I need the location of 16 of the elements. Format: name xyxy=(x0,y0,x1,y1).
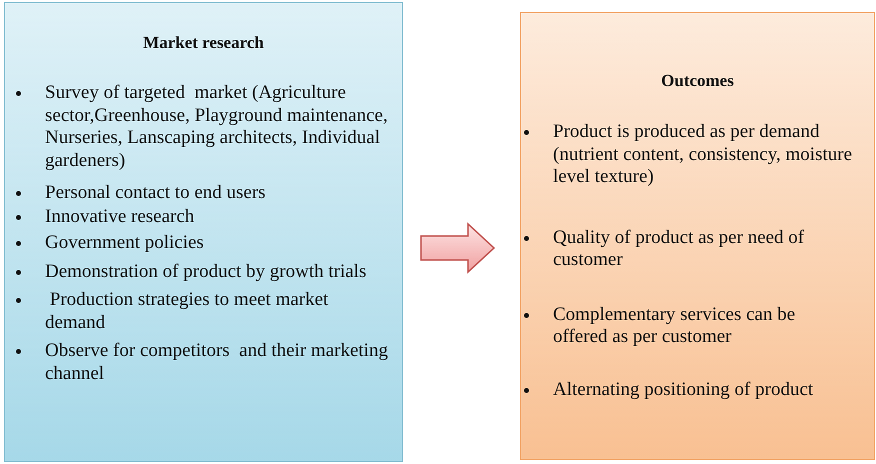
bullet-text: Survey of targeted market (Agriculture sector,Greenhouse, Playground maintenance, Nurseries, Lanscaping architects, Individual gardeners) xyxy=(45,82,389,170)
bullet-text: Product is produced as per demand (nutrient content, consistency, moisture level texture) xyxy=(553,121,853,187)
bullet-text: Quality of product as per need of customer xyxy=(553,226,806,270)
panel-heading: Outcomes xyxy=(660,71,735,91)
bullet-text: Complementary services can be offered as per customer xyxy=(553,304,796,347)
panel-heading: Market research xyxy=(142,33,265,53)
bullet-text: Observe for competitors and their marketing channel xyxy=(45,340,389,384)
bullet-text: Demonstration of product by growth trials xyxy=(45,260,366,282)
bullet-text: Alternating positioning of product xyxy=(553,378,814,400)
bullet-text: Government policies xyxy=(45,232,204,253)
block-arrow xyxy=(420,222,496,274)
panel xyxy=(4,2,403,462)
bullet-text: Production strategies to meet market demand xyxy=(45,289,330,332)
panel xyxy=(520,12,875,460)
bullet-text: Personal contact to end users xyxy=(45,182,266,203)
bullet-text: Innovative research xyxy=(45,206,194,226)
